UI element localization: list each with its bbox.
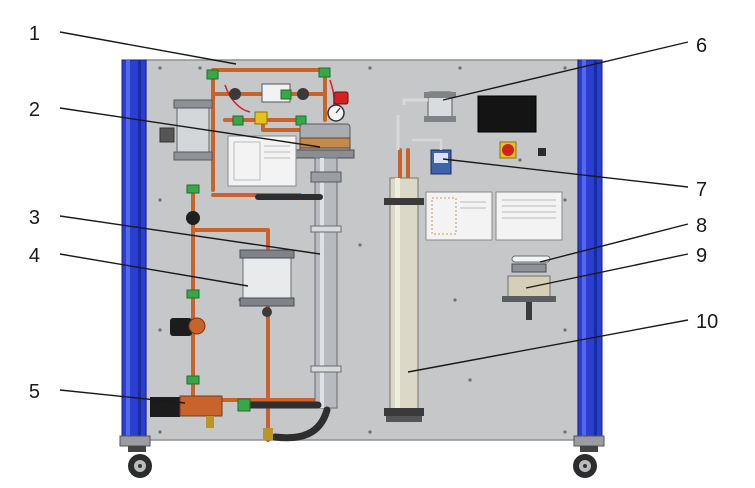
info-placard-middle [425,191,493,241]
castor-wheel-left [128,446,152,478]
castor-wheel-right [573,446,598,478]
leader-line-6 [442,41,689,101]
callout-4: 4 [29,245,40,267]
transmitter-box [412,138,452,175]
emergency-stop [499,141,546,159]
leader-lines [59,31,689,404]
callout-8: 8 [696,215,707,237]
callout-labels: 1 2 3 4 5 6 7 8 9 10 [29,23,718,403]
separator-unit [396,91,456,150]
callout-5: 5 [29,381,40,403]
flexible-hoses [246,194,331,442]
leader-line-1 [59,31,237,65]
callout-6: 6 [696,35,707,57]
leader-line-10 [407,319,689,373]
leader-line-9 [525,253,689,289]
callout-1: 1 [29,23,40,45]
steel-column [310,157,342,409]
callout-2: 2 [29,99,40,121]
valve-manifold [206,67,349,126]
info-placard-left [227,135,297,187]
packed-column [384,177,424,422]
leader-line-4 [59,253,249,287]
right-frame-column [573,59,605,447]
leader-line-8 [539,223,689,263]
control-display [477,95,537,133]
left-frame-column [119,59,151,447]
callout-10: 10 [696,311,718,333]
info-placard-right [495,191,563,241]
leader-line-2 [59,107,321,148]
glass-vessel [239,249,295,317]
leader-line-7 [442,158,689,188]
leader-line-3 [59,215,321,255]
leader-line-5 [59,389,186,404]
callout-7: 7 [696,179,707,201]
pump-assembly [170,184,206,385]
callout-9: 9 [696,245,707,267]
filter-cylinder [159,99,213,161]
callout-3: 3 [29,207,40,229]
